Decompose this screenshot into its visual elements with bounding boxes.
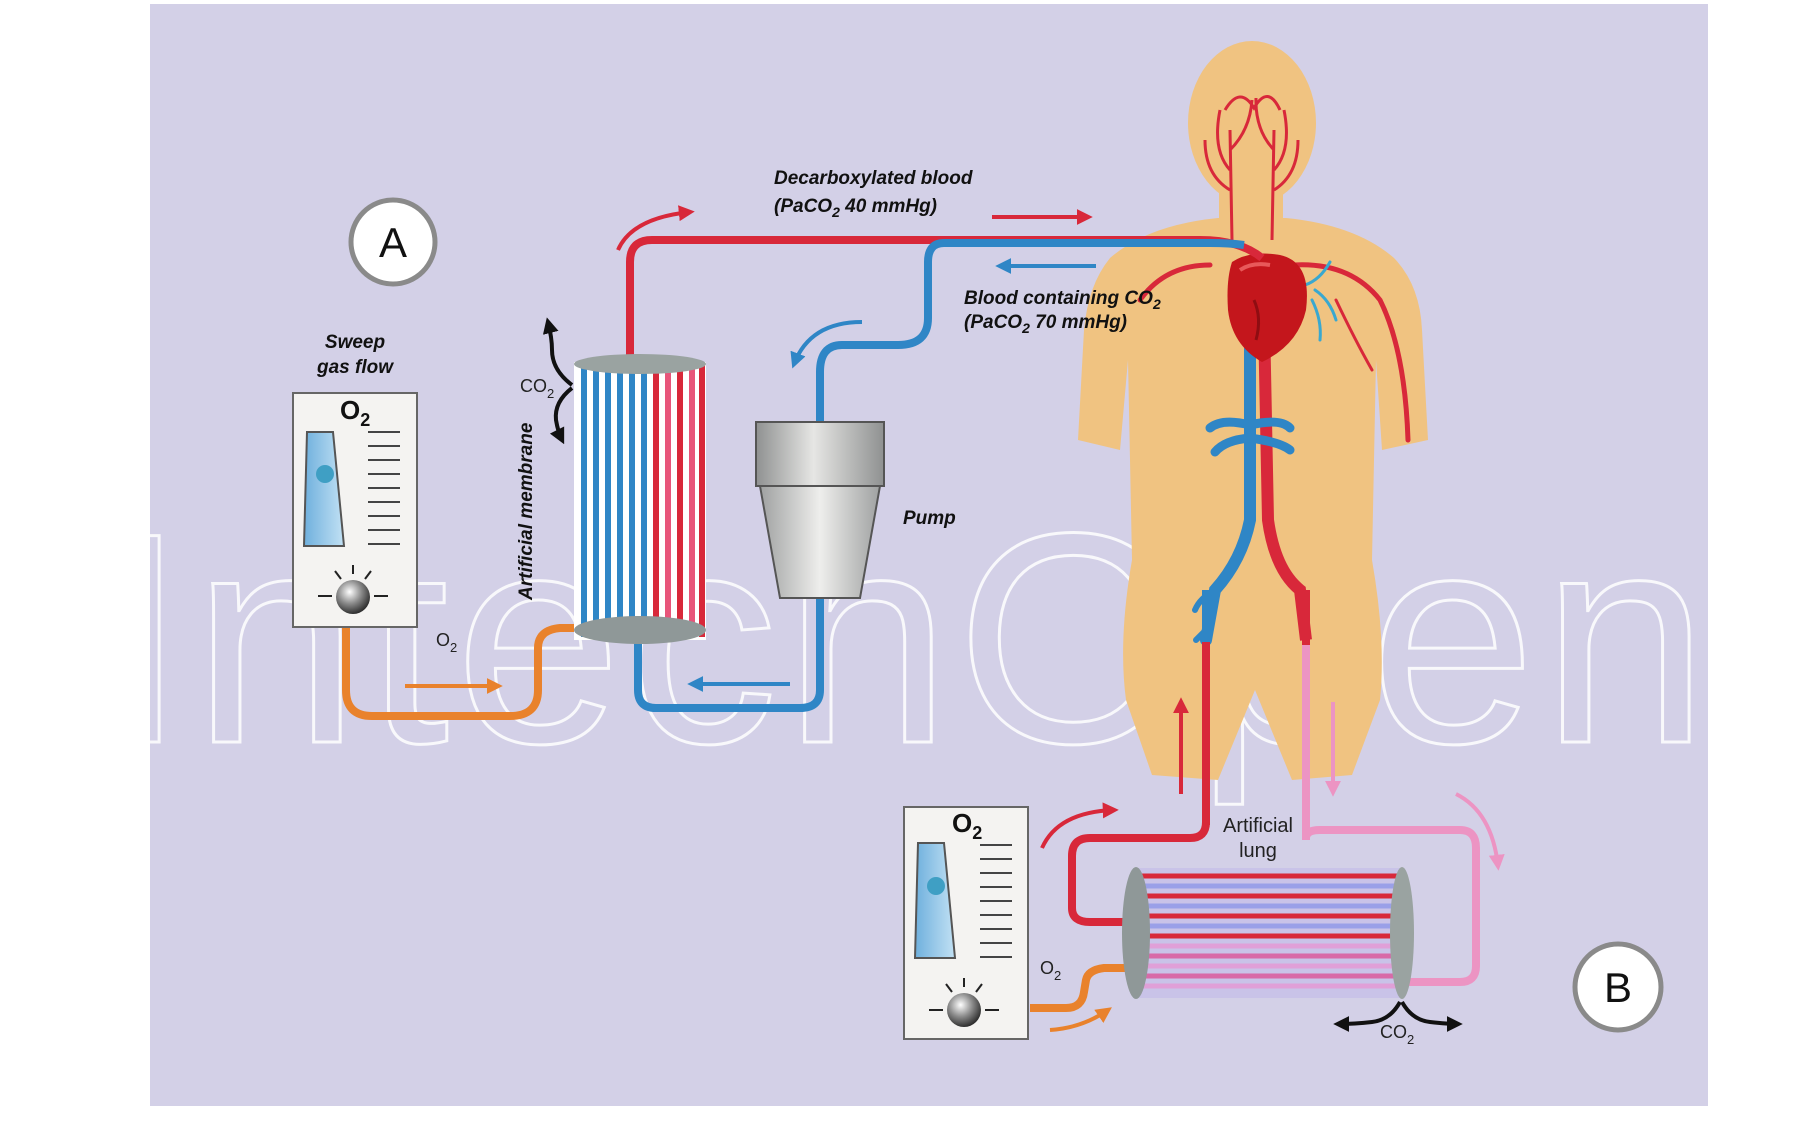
sweep-gas-label-2: gas flow — [316, 357, 394, 378]
co2-blood-pressure-label: (PaCO2 70 mmHg) — [964, 312, 1127, 336]
badge-a-letter: A — [379, 219, 407, 266]
artificial-lung — [1122, 867, 1414, 999]
arm-vessels — [1137, 260, 1411, 443]
pump-device — [755, 421, 885, 599]
float-ball-b — [927, 877, 945, 895]
sweep-gas-label-1: Sweep — [325, 332, 385, 353]
arrow-orange-curve-b — [1049, 1007, 1112, 1032]
arrow-blue-curve-a — [790, 320, 863, 369]
pump-outflow-tube — [634, 596, 824, 712]
artificial-lung-label-2: lung — [1239, 840, 1277, 862]
co2-exhaust-arrow-down-a — [549, 386, 574, 445]
heart-icon — [1227, 253, 1307, 362]
meter-o2-label-b: O2 — [952, 808, 982, 843]
artificial-membrane-label: Artificial membrane — [516, 422, 537, 601]
co2-blood-label: Blood containing CO2 — [964, 288, 1161, 312]
decarboxylated-blood-label: Decarboxylated blood — [774, 168, 973, 189]
arrow-pink-curve-b — [1455, 792, 1505, 871]
co2-exhaust-arrow-right-b — [1400, 1000, 1463, 1032]
artificial-membrane — [574, 354, 706, 644]
aorta-vessel — [1258, 319, 1312, 641]
sweep-gas-tube-a — [342, 624, 576, 720]
artificial-lung-label-1: Artificial — [1223, 815, 1293, 837]
co2-exhaust-arrow-up-a — [542, 317, 574, 387]
float-ball-a — [316, 465, 334, 483]
head-vessels — [1203, 95, 1300, 241]
gas-flow-meter-b — [903, 806, 1029, 1040]
o2-label-a: O2 — [436, 630, 457, 655]
badge-b — [1572, 941, 1664, 1033]
meter-o2-label-a: O2 — [340, 395, 370, 430]
badge-b-letter: B — [1604, 964, 1632, 1011]
co2-label-b: CO2 — [1380, 1022, 1414, 1047]
decarboxylated-blood-tube — [626, 236, 1265, 360]
pump-label: Pump — [903, 508, 956, 529]
gas-flow-meter-a — [292, 392, 418, 628]
arrow-red-curve-b — [1040, 802, 1119, 849]
knob-b — [947, 993, 981, 1027]
badge-a — [348, 197, 438, 287]
o2-label-b: O2 — [1040, 958, 1061, 983]
pink-tube-b — [1302, 826, 1480, 986]
sweep-gas-tube-b — [1030, 964, 1130, 1012]
arrow-red-curve-a — [616, 205, 695, 251]
co2-label-a: CO2 — [520, 376, 554, 401]
knob-a — [336, 580, 370, 614]
co2-blood-tube — [816, 239, 1245, 422]
decarboxylated-pressure-label: (PaCO2 40 mmHg) — [774, 196, 937, 220]
co2-exhaust-arrow-left-b — [1333, 1000, 1402, 1032]
red-tube-b — [1068, 821, 1210, 926]
